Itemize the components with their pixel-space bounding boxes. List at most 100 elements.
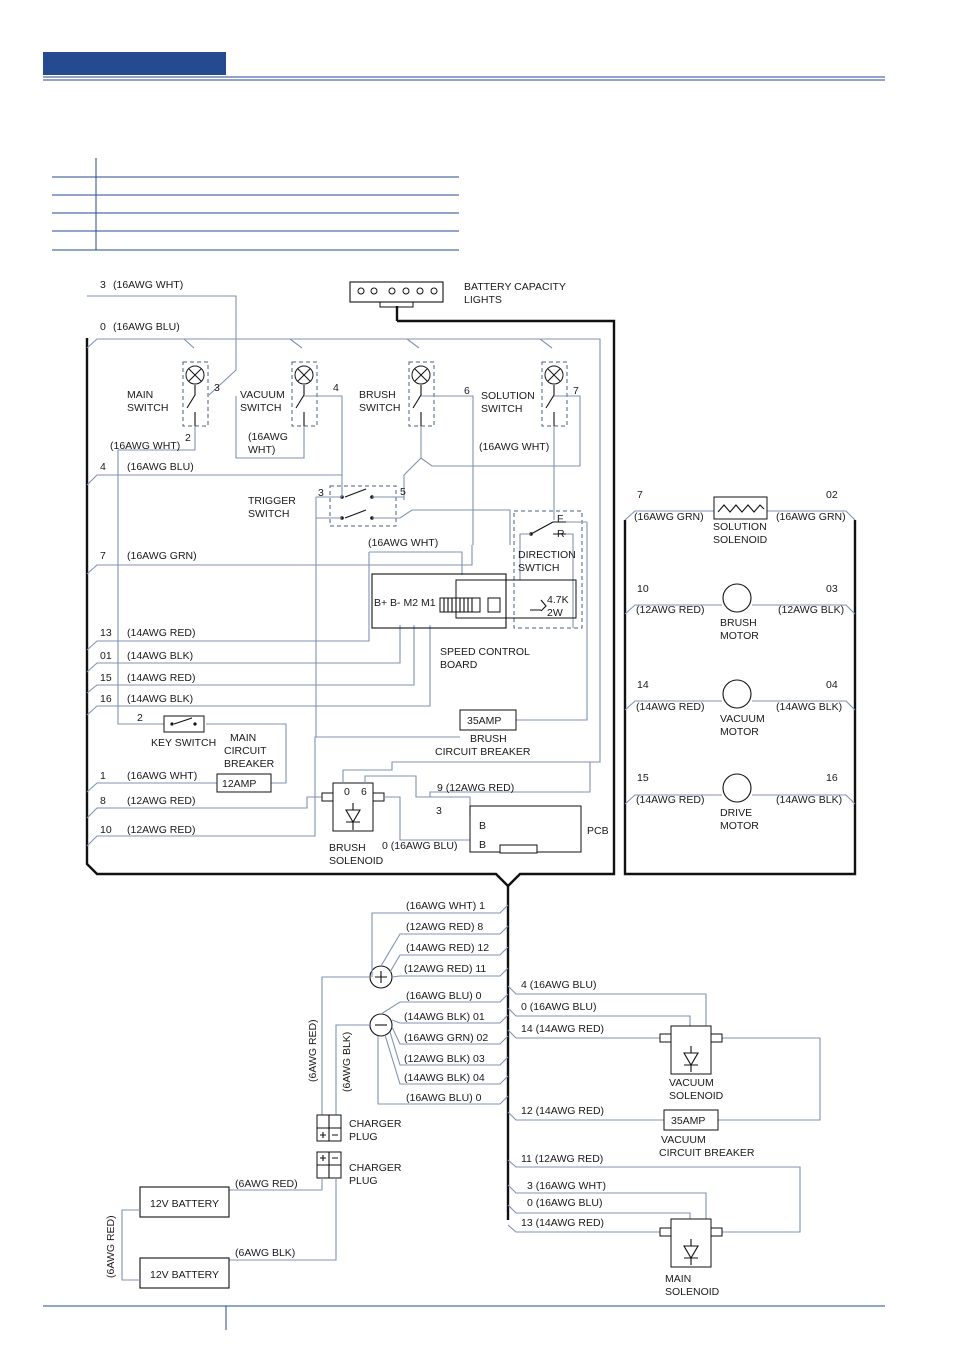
brush-switch-n: 6 [464,385,470,397]
key-switch [163,715,205,733]
solution-switch-label-2: SWITCH [481,403,522,415]
key-switch-n: 2 [137,712,143,724]
main-switch-label-2: SWITCH [127,402,168,414]
brush-solenoid-t0: 0 [344,786,350,798]
brush-solenoid-label-2: SOLENOID [329,855,384,867]
pcb [469,805,582,854]
speed-board-label-2: BOARD [440,659,478,671]
sol-label: SOLUTION [713,521,767,533]
battery-lights-label: BATTERY CAPACITY [464,281,566,293]
battery-1-wire: (6AWG RED) [235,1178,298,1190]
brush-motor-right-num: 03 [826,583,838,595]
trigger-switch [315,475,511,737]
solution-solenoid [713,496,768,520]
vac-motor-left-wire: (14AWG RED) [636,701,704,713]
right-wire-7: 0 (16AWG BLU) [527,1197,602,1209]
brush-motor-right-wire: (12AWG BLK) [778,604,844,616]
charger-plug-2 [229,1151,342,1261]
battery-link-label: (6AWG RED) [105,1215,117,1278]
brush-breaker-label: BRUSH [470,733,507,745]
main-switch [117,361,209,500]
drive-motor-right-wire: (14AWG BLK) [776,794,842,806]
vacuum-solenoid-label: VACUUM [669,1077,714,1089]
main-switch-label: MAIN [127,389,153,401]
solution-switch [420,361,581,520]
main-circuit-breaker [216,773,272,793]
pcb-n3: 3 [436,805,442,817]
plus-wire-2: (12AWG RED) 8 [406,921,483,933]
brush-motor-label-2: MOTOR [720,630,759,642]
lower-right-wires [507,985,821,1233]
brush-breaker-label-2: CIRCUIT BREAKER [435,746,531,758]
sol-label-2: SOLENOID [713,534,768,546]
main-solenoid-label: MAIN [665,1273,691,1285]
key-switch-label: KEY SWITCH [151,737,216,749]
sol-right-wire: (16AWG GRN) [776,511,846,523]
main-switch-n3: 3 [214,382,220,394]
minus-bus [335,993,509,1115]
speed-board-label: SPEED CONTROL [440,646,530,658]
pcb-wire9: 9 (12AWG RED) [437,782,514,794]
wire-01-label: 01 [100,650,112,662]
vacuum-switch-label-2: SWITCH [240,402,281,414]
vacuum-switch-wire-2: WHT) [248,444,275,456]
vacuum-switch-wire: (16AWG [248,431,288,443]
wire-10-gauge: (12AWG RED) [127,824,195,836]
sol-left-wire: (16AWG GRN) [634,511,704,523]
wire-7-label: 7 [100,550,106,562]
charger-plug-1-label: CHARGER [349,1118,402,1130]
minus-wire-6: (16AWG BLU) 0 [406,1092,482,1104]
pcb-wire0: 0 (16AWG BLU) [382,840,457,852]
vac-motor-label: VACUUM [720,713,765,725]
minus-wire-1: (16AWG BLU) 0 [406,990,482,1002]
wire-13-label: 13 [100,627,112,639]
wire-3-label: 3 [100,279,106,291]
wire-0-gauge: (16AWG BLU) [113,321,180,333]
trigger-n5: 5 [400,486,406,498]
wire-8-label: 8 [100,795,106,807]
vac-motor-right-num: 04 [826,679,838,691]
charger-plug-2-label: CHARGER [349,1162,402,1174]
charger-plug-1-label-2: PLUG [349,1131,378,1143]
direction-r: R [557,528,565,540]
brush-motor-icon [722,583,752,613]
brush-switch-label-2: SWITCH [359,402,400,414]
battery-lights-label-2: LIGHTS [464,294,502,306]
brush-solenoid-label: BRUSH [329,842,366,854]
vacuum-motor-icon [722,679,752,709]
brush-motor-left-wire: (12AWG RED) [636,604,704,616]
minus-wire-4: (12AWG BLK) 03 [404,1053,485,1065]
battery-capacity-lights [349,281,444,308]
right-wire-4: 12 (14AWG RED) [521,1105,604,1117]
trigger-n3: 3 [318,487,324,499]
header-bar [43,52,226,75]
right-wire-8: 13 (14AWG RED) [521,1217,604,1229]
pcb-label: PCB [587,825,609,837]
battery-2-wire: (6AWG BLK) [235,1247,295,1259]
battery-2-label: 12V BATTERY [150,1269,219,1281]
speed-board-terminals: B+ B- M2 M1 [374,597,436,609]
main-solenoid [659,1218,723,1268]
wire-13-gauge: (14AWG RED) [127,627,195,639]
drive-motor-label-2: MOTOR [720,820,759,832]
main-breaker-rating: 12AMP [222,778,256,790]
battery-1 [139,1186,230,1218]
main-switch-wire: (16AWG WHT) [110,440,180,452]
trigger-wire: (16AWG WHT) [368,537,438,549]
drive-motor-right-num: 16 [826,772,838,784]
trigger-switch-label: TRIGGER [248,495,296,507]
trigger-to-board [368,551,463,625]
vac-motor-label-2: MOTOR [720,726,759,738]
resistor-watt: 2W [547,607,563,619]
direction-label-2: SWTICH [518,562,559,574]
wire-4-label: 4 [100,461,106,473]
top-bus-wires [86,295,601,763]
vac-motor-right-wire: (14AWG BLK) [776,701,842,713]
main-breaker-label-3: BREAKER [224,758,275,770]
right-wire-1: 4 (16AWG BLU) [521,979,596,991]
motor-panel-frame [623,520,857,876]
brush-switch [403,361,474,545]
main-solenoid-label-2: SOLENOID [665,1286,720,1298]
